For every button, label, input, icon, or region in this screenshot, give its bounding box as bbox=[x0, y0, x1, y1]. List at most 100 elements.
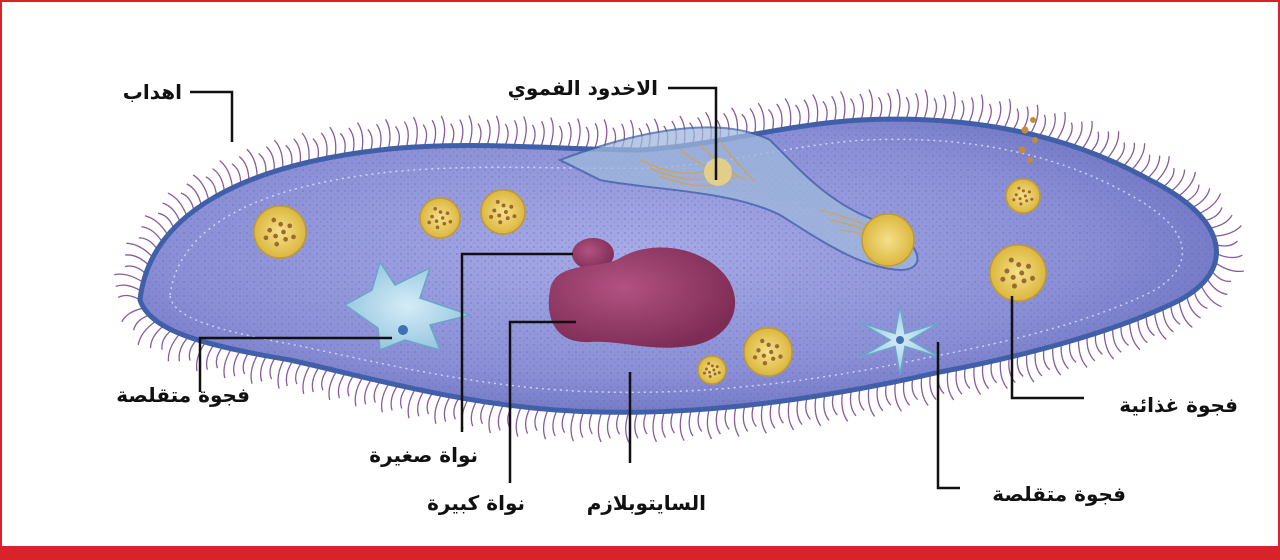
cilium bbox=[576, 119, 580, 149]
cilium bbox=[1056, 112, 1065, 141]
cilium bbox=[1035, 351, 1042, 376]
bottom-accent-bar bbox=[0, 546, 1280, 560]
cilium bbox=[956, 369, 962, 395]
cilium bbox=[1213, 226, 1241, 237]
cilium bbox=[435, 394, 442, 423]
cilium bbox=[1048, 113, 1056, 138]
cilium bbox=[454, 398, 459, 420]
cilium bbox=[1216, 254, 1242, 258]
cilium bbox=[841, 91, 845, 121]
cilium bbox=[544, 409, 548, 439]
cilium bbox=[471, 401, 477, 427]
cilium bbox=[559, 126, 562, 148]
cilium bbox=[1187, 296, 1201, 318]
label-food-vacuole: فجوة غذائية bbox=[1119, 393, 1238, 417]
cilium bbox=[1090, 132, 1098, 153]
cilium bbox=[118, 296, 140, 300]
cilium bbox=[1216, 241, 1238, 246]
cilium bbox=[868, 387, 874, 416]
cilium bbox=[1044, 348, 1050, 369]
cilium bbox=[213, 169, 225, 192]
cilium bbox=[594, 123, 597, 149]
cilium bbox=[391, 385, 398, 410]
cilium bbox=[408, 389, 415, 418]
cilium bbox=[986, 104, 991, 126]
cilium bbox=[382, 383, 389, 412]
cilium bbox=[553, 410, 557, 436]
cilium bbox=[788, 400, 793, 430]
cilium bbox=[541, 121, 545, 147]
cilium bbox=[1065, 123, 1072, 144]
cilium bbox=[859, 389, 864, 411]
cilium bbox=[850, 99, 854, 121]
cilium bbox=[617, 412, 620, 434]
cilium bbox=[1199, 193, 1221, 213]
cilium bbox=[162, 330, 172, 350]
cilium bbox=[348, 375, 354, 396]
cilium bbox=[680, 411, 684, 441]
cilium bbox=[413, 117, 417, 147]
cilium bbox=[1095, 333, 1102, 354]
cilium bbox=[481, 402, 486, 424]
cilium bbox=[698, 410, 702, 432]
cilium bbox=[1212, 271, 1231, 282]
food-vacuole bbox=[744, 328, 792, 376]
cilium bbox=[635, 412, 638, 438]
cilium bbox=[813, 94, 818, 124]
cilium bbox=[823, 101, 827, 123]
cilium bbox=[141, 227, 162, 242]
cilium bbox=[804, 100, 809, 126]
label-cytoplasm: السايتوبلازم bbox=[587, 491, 706, 515]
cilium bbox=[294, 139, 301, 164]
cilium bbox=[296, 363, 302, 384]
cilium bbox=[571, 411, 575, 441]
cilium bbox=[243, 353, 249, 375]
cilium bbox=[1039, 115, 1046, 136]
cilium bbox=[1070, 341, 1077, 362]
label-contractile-vacuole-left: فجوة متقلصة bbox=[116, 383, 250, 407]
cilium bbox=[1215, 263, 1244, 272]
cilium bbox=[444, 396, 450, 422]
cilium bbox=[234, 351, 240, 376]
cilium bbox=[1082, 121, 1092, 149]
cilium bbox=[206, 177, 217, 196]
cilium bbox=[942, 95, 946, 121]
cilium bbox=[734, 407, 739, 437]
cilium bbox=[220, 161, 233, 188]
cilium bbox=[924, 90, 928, 120]
cilium bbox=[758, 103, 764, 133]
cilium bbox=[567, 122, 571, 148]
cilium bbox=[401, 387, 407, 408]
cilium bbox=[1000, 359, 1007, 388]
cilium bbox=[329, 371, 337, 400]
cilium bbox=[395, 126, 399, 148]
cilium bbox=[960, 100, 964, 122]
cilium bbox=[340, 133, 345, 155]
cilium bbox=[251, 354, 258, 383]
cilium bbox=[125, 266, 146, 274]
cilium bbox=[933, 98, 937, 120]
cilium bbox=[608, 412, 611, 438]
cilium bbox=[977, 95, 982, 125]
cilium bbox=[163, 203, 181, 222]
cilium bbox=[535, 409, 539, 431]
food-vacuole bbox=[254, 206, 306, 258]
cilium bbox=[797, 399, 802, 425]
paramecium-diagram: اهداب الاخدود الفموي فجوة متقلصة نواة صغ… bbox=[0, 0, 1280, 546]
label-contractile-vacuole-right: فجوة متقلصة bbox=[992, 482, 1126, 506]
cilium bbox=[750, 109, 755, 135]
cilium bbox=[1073, 122, 1082, 147]
cilium bbox=[224, 349, 231, 378]
cilium bbox=[270, 357, 275, 379]
cilium bbox=[785, 99, 791, 129]
cilium bbox=[216, 347, 222, 368]
cilium bbox=[761, 404, 766, 434]
cilium bbox=[487, 120, 490, 146]
cilium bbox=[869, 90, 873, 120]
cilium bbox=[716, 408, 720, 434]
cilium bbox=[915, 93, 918, 119]
cilium bbox=[1079, 339, 1088, 368]
cilium bbox=[286, 361, 293, 386]
cilium bbox=[516, 407, 521, 437]
cilium bbox=[982, 363, 988, 388]
